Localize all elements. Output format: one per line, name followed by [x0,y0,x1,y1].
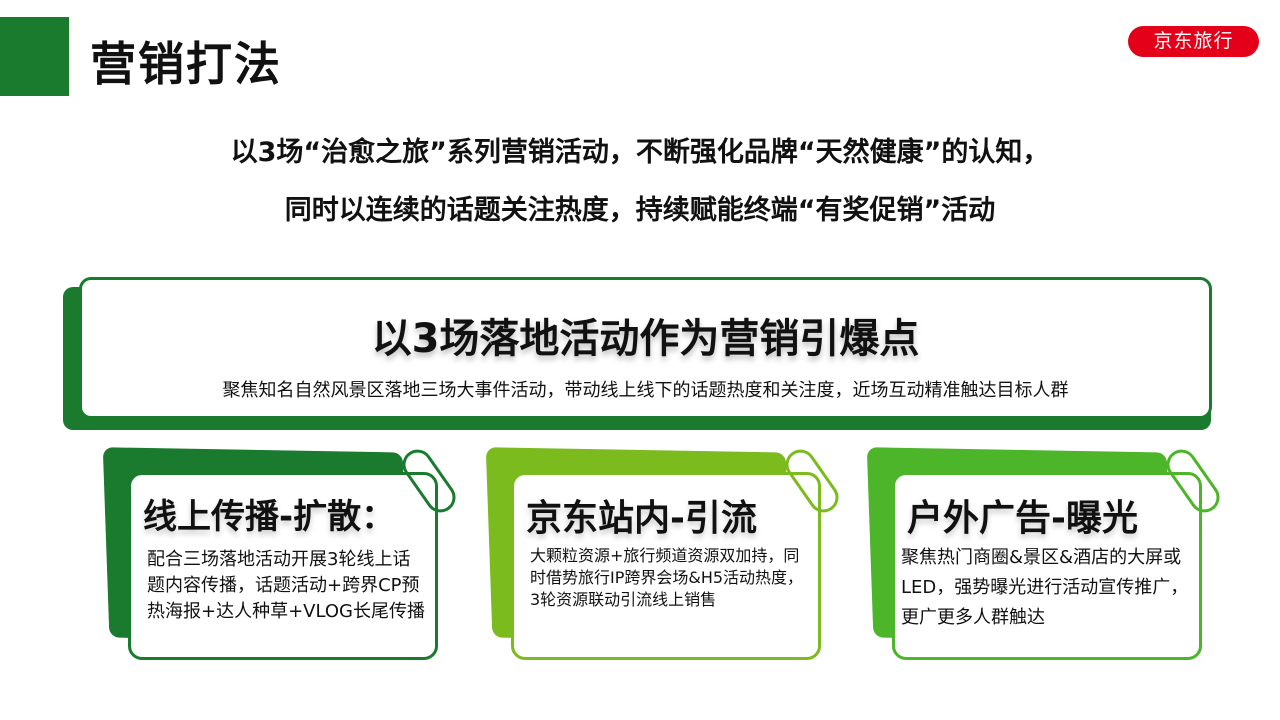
card-title: 线上传播-扩散： [143,497,396,537]
highlight-desc: 聚焦知名自然风景区落地三场大事件活动，带动线上线下的话题热度和关注度，近场互动精… [222,380,1069,401]
card-title: 户外广告-曝光 [907,498,1138,539]
card-front: 线上传播-扩散： 配合三场落地活动开展3轮线上话题内容传播，话题活动+跨界CP预… [128,472,438,660]
brand-logo: 京东旅行 [1128,26,1259,57]
highlight-box: 以3场落地活动作为营销引爆点 聚焦知名自然风景区落地三场大事件活动，带动线上线下… [79,277,1212,419]
card-online: 线上传播-扩散： 配合三场落地活动开展3轮线上话题内容传播，话题活动+跨界CP预… [102,443,462,660]
page-title: 营销打法 [90,37,282,91]
title-accent-bar [0,17,69,96]
card-text: 聚焦热门商圈&景区&酒店的大屏或LED，强势曝光进行活动宣传推广，更广更多人群触… [901,547,1189,628]
card-outdoor: 户外广告-曝光 聚焦热门商圈&景区&酒店的大屏或LED，强势曝光进行活动宣传推广… [866,443,1226,660]
subtitle-line-1: 以3场“治愈之旅”系列营销活动，不断强化品牌“天然健康”的认知， [230,137,1050,168]
card-text: 大颗粒资源+旅行频道资源双加持，同时借势旅行IP跨界会场&H5活动热度，3轮资源… [530,546,804,609]
subtitle-line-2: 同时以连续的话题关注热度，持续赋能终端“有奖促销”活动 [284,195,996,226]
card-jd: 京东站内-引流 大颗粒资源+旅行频道资源双加持，同时借势旅行IP跨界会场&H5活… [485,443,845,660]
highlight-title: 以3场落地活动作为营销引爆点 [371,316,920,362]
card-title: 京东站内-引流 [526,498,757,539]
card-text: 配合三场落地活动开展3轮线上话题内容传播，话题活动+跨界CP预热海报+达人种草+… [147,549,425,622]
card-front: 户外广告-曝光 聚焦热门商圈&景区&酒店的大屏或LED，强势曝光进行活动宣传推广… [892,472,1202,660]
card-front: 京东站内-引流 大颗粒资源+旅行频道资源双加持，同时借势旅行IP跨界会场&H5活… [511,472,821,660]
